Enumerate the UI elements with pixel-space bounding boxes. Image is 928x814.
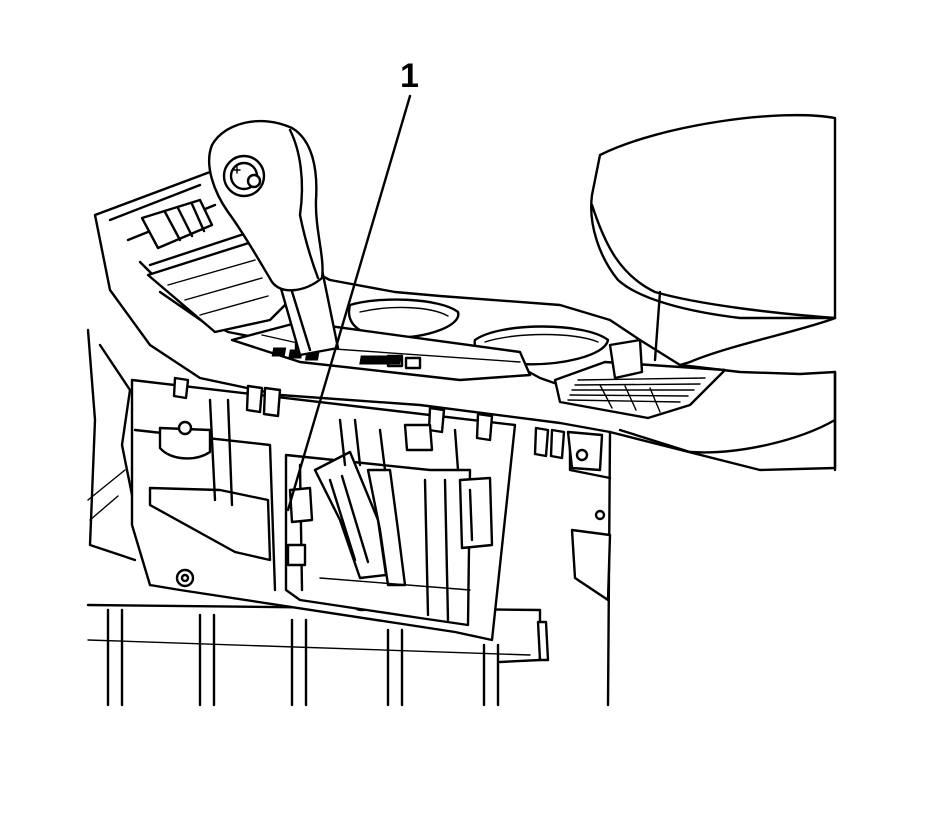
shift-knob xyxy=(207,119,324,292)
callout-1-leader xyxy=(286,94,412,512)
storage-tray xyxy=(553,338,837,472)
armrest xyxy=(590,113,837,367)
callout-label-1: 1 xyxy=(400,57,419,95)
console-right-panel xyxy=(536,430,612,707)
shifter-mechanism xyxy=(284,418,494,627)
